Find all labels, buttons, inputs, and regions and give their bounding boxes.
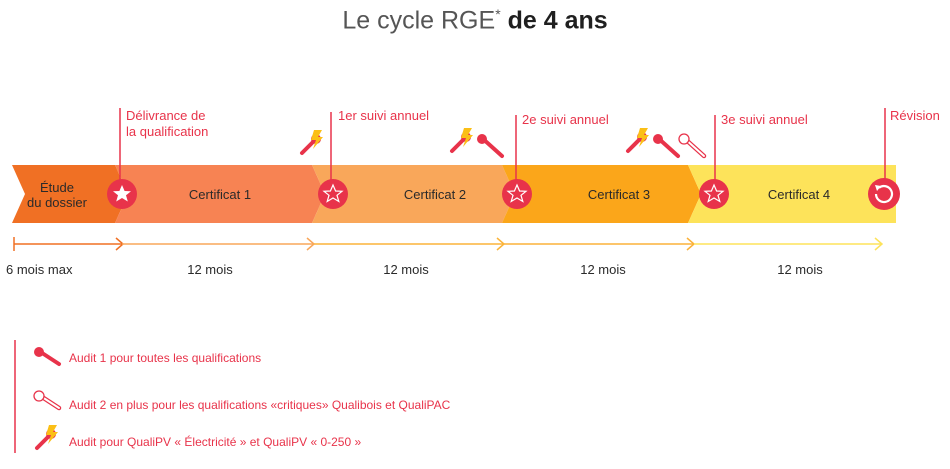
band-segment-certificat-1 bbox=[115, 165, 325, 223]
milestone-label-suivi2: 2e suivi annuel bbox=[522, 112, 609, 127]
certificat-label: Certificat 1 bbox=[188, 187, 252, 202]
milestone-label-delivrance-line1: Délivrance de bbox=[126, 108, 206, 123]
band-segment-etude bbox=[12, 165, 128, 223]
duration-label: 12 mois bbox=[383, 262, 429, 277]
audit-pv-wrench-lightning-icon bbox=[35, 425, 58, 450]
milestone-label-delivrance-line2: la qualification bbox=[126, 124, 209, 139]
certificat-label: Certificat 2 bbox=[403, 187, 467, 202]
etude-label-line1: Étude bbox=[40, 180, 74, 195]
milestone-label-revision: Révision bbox=[890, 108, 940, 123]
legend-audit2: Audit 2 en plus pour les qualifications … bbox=[69, 398, 451, 412]
milestone-label-suivi1: 1er suivi annuel bbox=[338, 108, 430, 123]
duration-label: 12 mois bbox=[580, 262, 626, 277]
audit-pv-wrench-lightning-icon bbox=[626, 128, 649, 153]
audit2-wrench-outline-icon bbox=[678, 133, 707, 159]
band-segment-certificat-2 bbox=[312, 165, 515, 223]
duration-label: 6 mois max bbox=[6, 262, 73, 277]
audit1-wrench-icon bbox=[477, 134, 504, 158]
star-outline-icon bbox=[318, 179, 348, 209]
certificat-label: Certificat 3 bbox=[587, 187, 651, 202]
etude-label: Étude du dossier bbox=[22, 180, 92, 210]
duration-label: 12 mois bbox=[187, 262, 233, 277]
audit1-wrench-icon bbox=[653, 134, 680, 158]
duration-label: 12 mois bbox=[777, 262, 823, 277]
title-asterisk: * bbox=[495, 6, 501, 22]
audit-pv-wrench-lightning-icon bbox=[300, 130, 323, 155]
etude-label-line2: du dossier bbox=[27, 195, 87, 210]
band-segment-certificat-3 bbox=[502, 165, 701, 223]
diagram-title: Le cycle RGE* de 4 ans bbox=[0, 6, 950, 35]
certificat-label: Certificat 4 bbox=[767, 187, 831, 202]
band-segment-certificat-4 bbox=[688, 165, 896, 223]
star-filled-icon bbox=[107, 179, 137, 209]
audit-pv-wrench-lightning-icon bbox=[450, 128, 473, 153]
legend-audit1: Audit 1 pour toutes les qualifications bbox=[69, 351, 262, 365]
star-outline-icon bbox=[699, 179, 729, 209]
audit1-wrench-icon bbox=[34, 347, 61, 366]
milestone-label-suivi3: 3e suivi annuel bbox=[721, 112, 808, 127]
title-prefix: Le cycle RGE bbox=[342, 6, 496, 35]
revision-cycle-icon bbox=[868, 178, 900, 210]
timeline-arrowhead-5 bbox=[874, 237, 884, 251]
audit2-wrench-outline-icon bbox=[33, 390, 62, 411]
star-outline-icon bbox=[502, 179, 532, 209]
title-bold: de 4 ans bbox=[507, 6, 608, 35]
milestone-label-delivrance: Délivrance de la qualification bbox=[126, 108, 208, 140]
legend-audit-pv: Audit pour QualiPV « Électricité » et Qu… bbox=[69, 435, 362, 449]
